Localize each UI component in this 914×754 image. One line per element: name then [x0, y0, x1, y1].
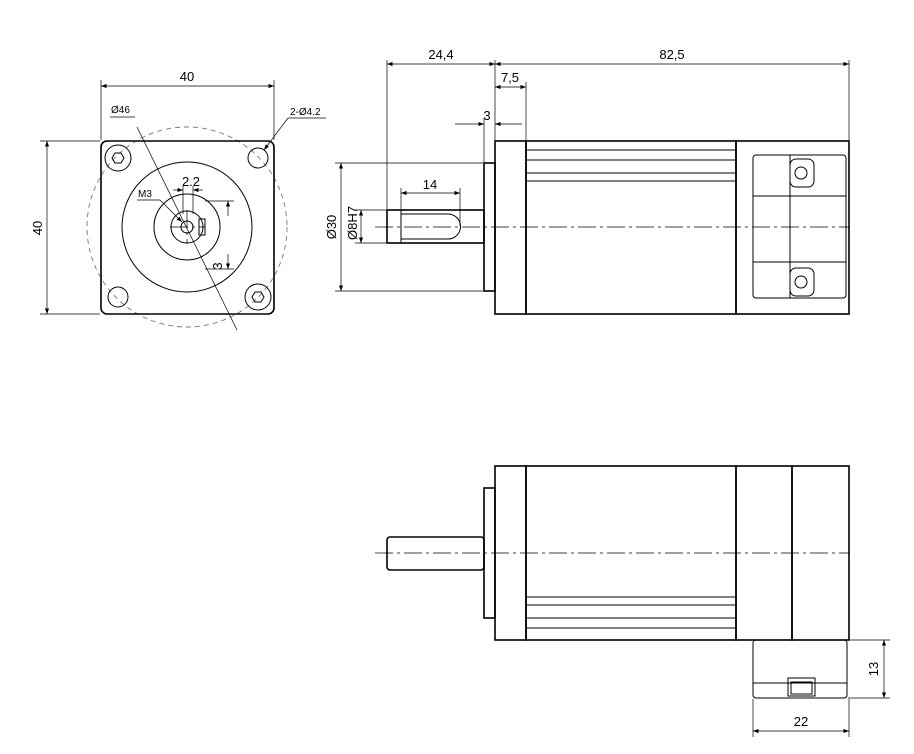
- body-length-label: 82,5: [659, 47, 684, 62]
- connector: [752, 154, 847, 299]
- front-height-label: 40: [30, 221, 45, 235]
- connector-hole: [794, 166, 808, 180]
- hex-screw-icon: [244, 283, 272, 311]
- pilot-inner: [153, 193, 221, 261]
- key-width-label: 2.2: [182, 174, 200, 189]
- front-flange: [100, 140, 275, 315]
- key-depth-label: 3: [210, 262, 225, 269]
- flange-offset-label: 7,5: [501, 70, 519, 85]
- key-length-label: 14: [423, 177, 437, 192]
- mount-hole: [247, 147, 269, 169]
- connector-height-label: 13: [866, 662, 881, 676]
- connector-hole: [794, 275, 808, 289]
- shaft: [386, 209, 485, 244]
- bolt-circle-label: Ø46: [111, 105, 130, 116]
- holes-label: 2-Ø4.2: [290, 107, 321, 118]
- side-view: 24,4 82,5 7,5 3 14 Ø30 Ø8H7: [324, 47, 850, 315]
- hex-screw-icon: [104, 144, 132, 172]
- thread-label: M3: [138, 189, 152, 200]
- bottom-view: 13 22: [375, 465, 890, 737]
- connector-bottom: [752, 639, 848, 699]
- front-width-label: 40: [180, 69, 194, 84]
- front-view: 40 40 Ø46 2-Ø4.2 M3 2.2 3: [30, 69, 326, 331]
- shaft-diameter-label: Ø8H7: [345, 206, 360, 240]
- shaft-bottom: [386, 536, 485, 571]
- connector-width-label: 22: [794, 714, 808, 729]
- pilot-outer: [121, 161, 253, 293]
- pilot-diameter-label: Ø30: [324, 215, 339, 240]
- bolt-circle: [86, 126, 288, 328]
- mount-hole: [107, 286, 129, 308]
- flange: [494, 140, 527, 315]
- rear-cap: [735, 140, 850, 315]
- motor-body: [525, 140, 737, 315]
- pilot-length-label: 3: [483, 108, 490, 123]
- shaft-length-label: 24,4: [428, 47, 453, 62]
